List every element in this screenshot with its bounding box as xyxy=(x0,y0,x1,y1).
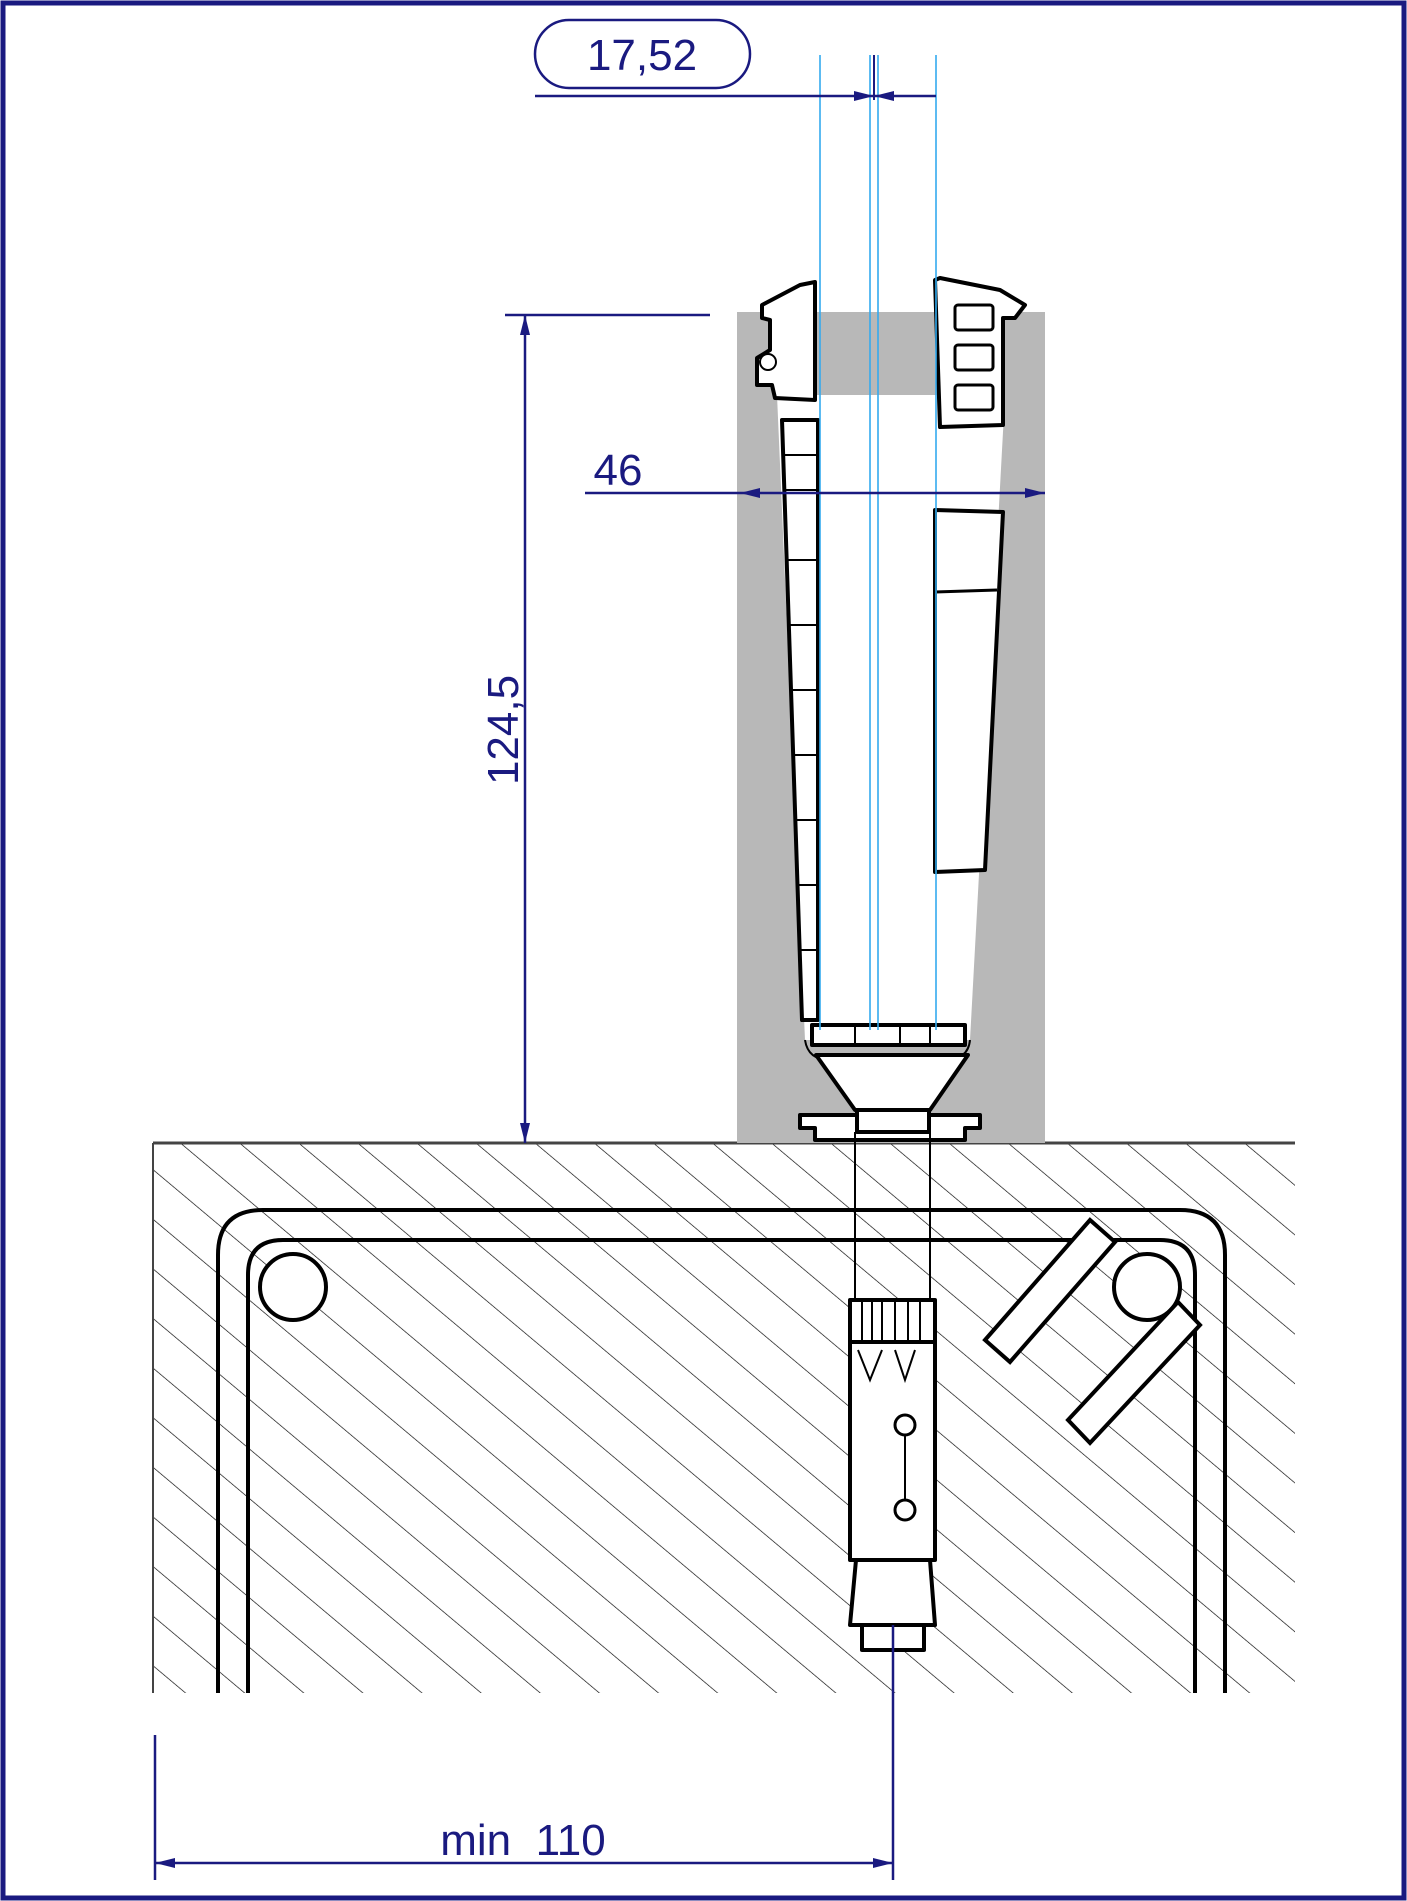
dimension-label-profile-width: 46 xyxy=(594,446,643,495)
dimension-profile-width: 46 xyxy=(585,446,1045,498)
dimension-label-glass-thickness: 17,52 xyxy=(587,31,697,80)
anchor-bolt xyxy=(798,1053,982,1652)
dimension-badge xyxy=(533,18,752,90)
aluminium-profile xyxy=(737,312,1045,1143)
gasket-left xyxy=(755,280,817,402)
glass-panel xyxy=(819,55,937,1030)
stirrup-hook-lower xyxy=(1065,1299,1203,1446)
dimension-label-profile-height: 124,5 xyxy=(479,675,528,785)
dimension-edge-distance: min 110 xyxy=(153,1625,895,1880)
clamping-insert-left xyxy=(780,418,820,1022)
rebar-left xyxy=(258,1252,328,1322)
concrete-slab xyxy=(152,1141,1295,1693)
dimension-glass-thickness: 17,52 xyxy=(533,18,936,101)
stirrup-hook-upper xyxy=(982,1217,1118,1365)
rebar-right xyxy=(1112,1252,1182,1322)
bottom-support xyxy=(810,1023,967,1047)
dimension-profile-height: 124,5 xyxy=(479,313,710,1143)
rebar-cage xyxy=(216,1208,1227,1693)
clamping-wedge xyxy=(933,508,1005,874)
dimension-label-edge-distance: min 110 xyxy=(440,1816,606,1865)
